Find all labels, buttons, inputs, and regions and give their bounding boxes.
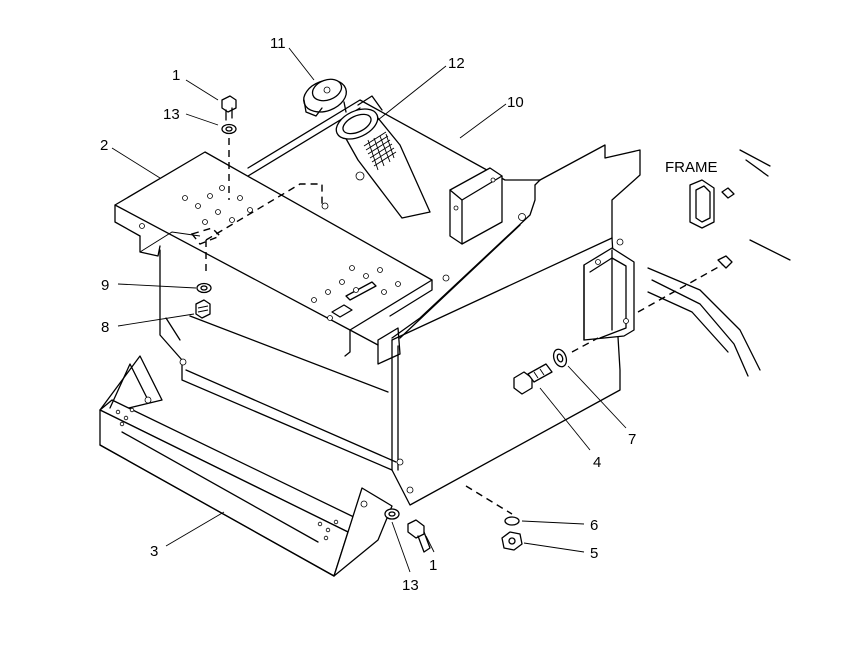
plate-holes xyxy=(139,185,401,321)
callout-5: 5 xyxy=(590,545,598,562)
lower-bolt xyxy=(195,299,211,319)
callout-13-bottom: 13 xyxy=(402,577,419,594)
callout-7: 7 xyxy=(628,431,636,448)
bottom-washer xyxy=(504,516,520,526)
callout-4: 4 xyxy=(593,454,601,471)
step-plate xyxy=(99,355,393,577)
callout-12: 12 xyxy=(448,55,465,72)
top-washer xyxy=(221,123,237,135)
long-bolt xyxy=(717,255,733,269)
callout-8: 8 xyxy=(101,319,109,336)
lower-left-bolt xyxy=(407,519,431,553)
callout-3: 3 xyxy=(150,543,158,560)
filler-cap xyxy=(303,78,347,117)
side-bracket xyxy=(583,247,635,341)
callout-9: 9 xyxy=(101,277,109,294)
bottom-nut xyxy=(501,531,523,551)
callout-1-top: 1 xyxy=(172,67,180,84)
callout-6: 6 xyxy=(590,517,598,534)
frame-label: FRAME xyxy=(665,159,718,176)
callout-13-top: 13 xyxy=(163,106,180,123)
lower-washer xyxy=(196,282,212,294)
step-holes xyxy=(115,407,339,541)
lower-left-washer xyxy=(384,508,400,520)
side-bolt xyxy=(513,363,553,395)
top-plate xyxy=(114,151,433,365)
small-bracket xyxy=(449,167,503,245)
main-housing xyxy=(159,99,641,506)
callout-10: 10 xyxy=(507,94,524,111)
filler-tube xyxy=(335,95,431,219)
callout-2: 2 xyxy=(100,137,108,154)
top-bolt xyxy=(221,95,237,200)
frame-outline xyxy=(647,149,791,377)
callout-1-bottom: 1 xyxy=(429,557,437,574)
callout-11: 11 xyxy=(270,35,286,52)
callouts: 1 13 2 11 12 10 9 8 3 13 1 4 7 6 5 xyxy=(100,35,636,594)
side-washer xyxy=(552,348,568,368)
